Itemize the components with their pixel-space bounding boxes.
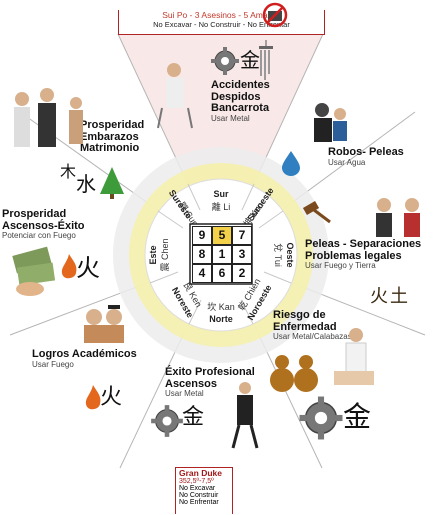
gran-duke-degrees: 352,5º-7,5º [179,478,214,485]
top-warning-rules: No Excavar - No Construir - No Enfrentar [153,20,290,29]
gran-duke-box: Gran Duke 352,5º-7,5º No Excavar No Cons… [175,467,233,514]
trigram-kan: 坎 Kan [207,301,235,312]
gear-icon [211,47,239,75]
tree-icon [100,167,124,199]
top-warning-title: Sui Po - 3 Asesinos - 5 Amarillo [162,10,281,20]
trigram-chen: 震 Chen [160,238,170,271]
gourd-icon [270,355,318,392]
north-label: Éxito Profesional Ascensos Usar Metal [165,366,255,399]
top-warning-box: Sui Po - 3 Asesinos - 5 Amarillo No Exca… [118,10,325,35]
grid-cell: 7 [232,226,252,245]
people-illustration-southeast [14,88,83,147]
people-illustration-north [231,382,259,449]
grid-cell: 5 [212,226,232,245]
grid-cell: 4 [192,264,212,283]
people-illustration-south [157,63,193,129]
grid-cell: 2 [232,264,252,283]
metal-glyph-south: 金 [240,48,260,72]
southeast-label: Prosperidad Embarazos Matrimonio [80,119,145,155]
south-label: Accidentes Despidos Bancarrota Usar Meta… [211,79,270,123]
water-drop-icon [282,151,300,176]
gear-icon-northwest [299,396,343,440]
gran-duke-rule-1: No Excavar [179,485,216,492]
grid-cell: 3 [232,245,252,264]
earth-glyph-west: 土 [390,286,408,307]
direction-west: Oeste [285,242,295,267]
grid-cell: 9 [192,226,212,245]
direction-north: Norte [209,314,233,324]
gran-duke-rule-3: No Enfrentar [179,499,219,506]
grid-cell: 8 [192,245,212,264]
fire-icon-east [61,254,77,279]
east-label: Prosperidad Ascensos-Éxito Potenciar con… [2,208,85,241]
wood-glyph-southeast: 木 [60,162,77,181]
metal-glyph-northwest: 金 [343,400,372,433]
money-icon [12,246,56,296]
people-illustration-west [376,198,420,237]
metal-glyph-north: 金 [182,405,205,430]
fire-glyph-northeast: 火 [100,385,123,410]
people-illustration-southwest [314,103,347,142]
gran-duke-rule-2: No Construir [179,492,219,499]
trigram-tui: 兌 Tui [273,243,283,267]
grid-cell: 1 [212,245,232,264]
fire-icon-northeast [85,385,101,410]
gear-icon-north [151,405,183,437]
water-glyph-southeast: 水 [76,172,96,196]
fire-glyph-west: 火 [370,286,388,307]
trigram-li: 離 Li [212,201,231,212]
gran-duke-title: Gran Duke [179,468,222,478]
people-illustration-northeast [84,305,124,343]
chime-icon [259,40,273,80]
ring-dividers [149,183,292,325]
grid-cell: 6 [212,264,232,283]
northwest-label: Riesgo de Enfermedad Usar Metal/Calabaza… [273,309,352,342]
gavel-icon [302,201,331,224]
fire-glyph-east: 火 [76,254,100,282]
people-illustration-northwest [334,328,374,385]
direction-east: Este [148,245,158,264]
southwest-label: Robos- Peleas Usar Agua [328,146,404,167]
direction-south: Sur [213,189,229,199]
northeast-label: Logros Académicos Usar Fuego [32,348,137,369]
prohibited-icon [262,2,288,28]
west-label: Peleas - Separaciones Problemas legales … [305,238,422,271]
